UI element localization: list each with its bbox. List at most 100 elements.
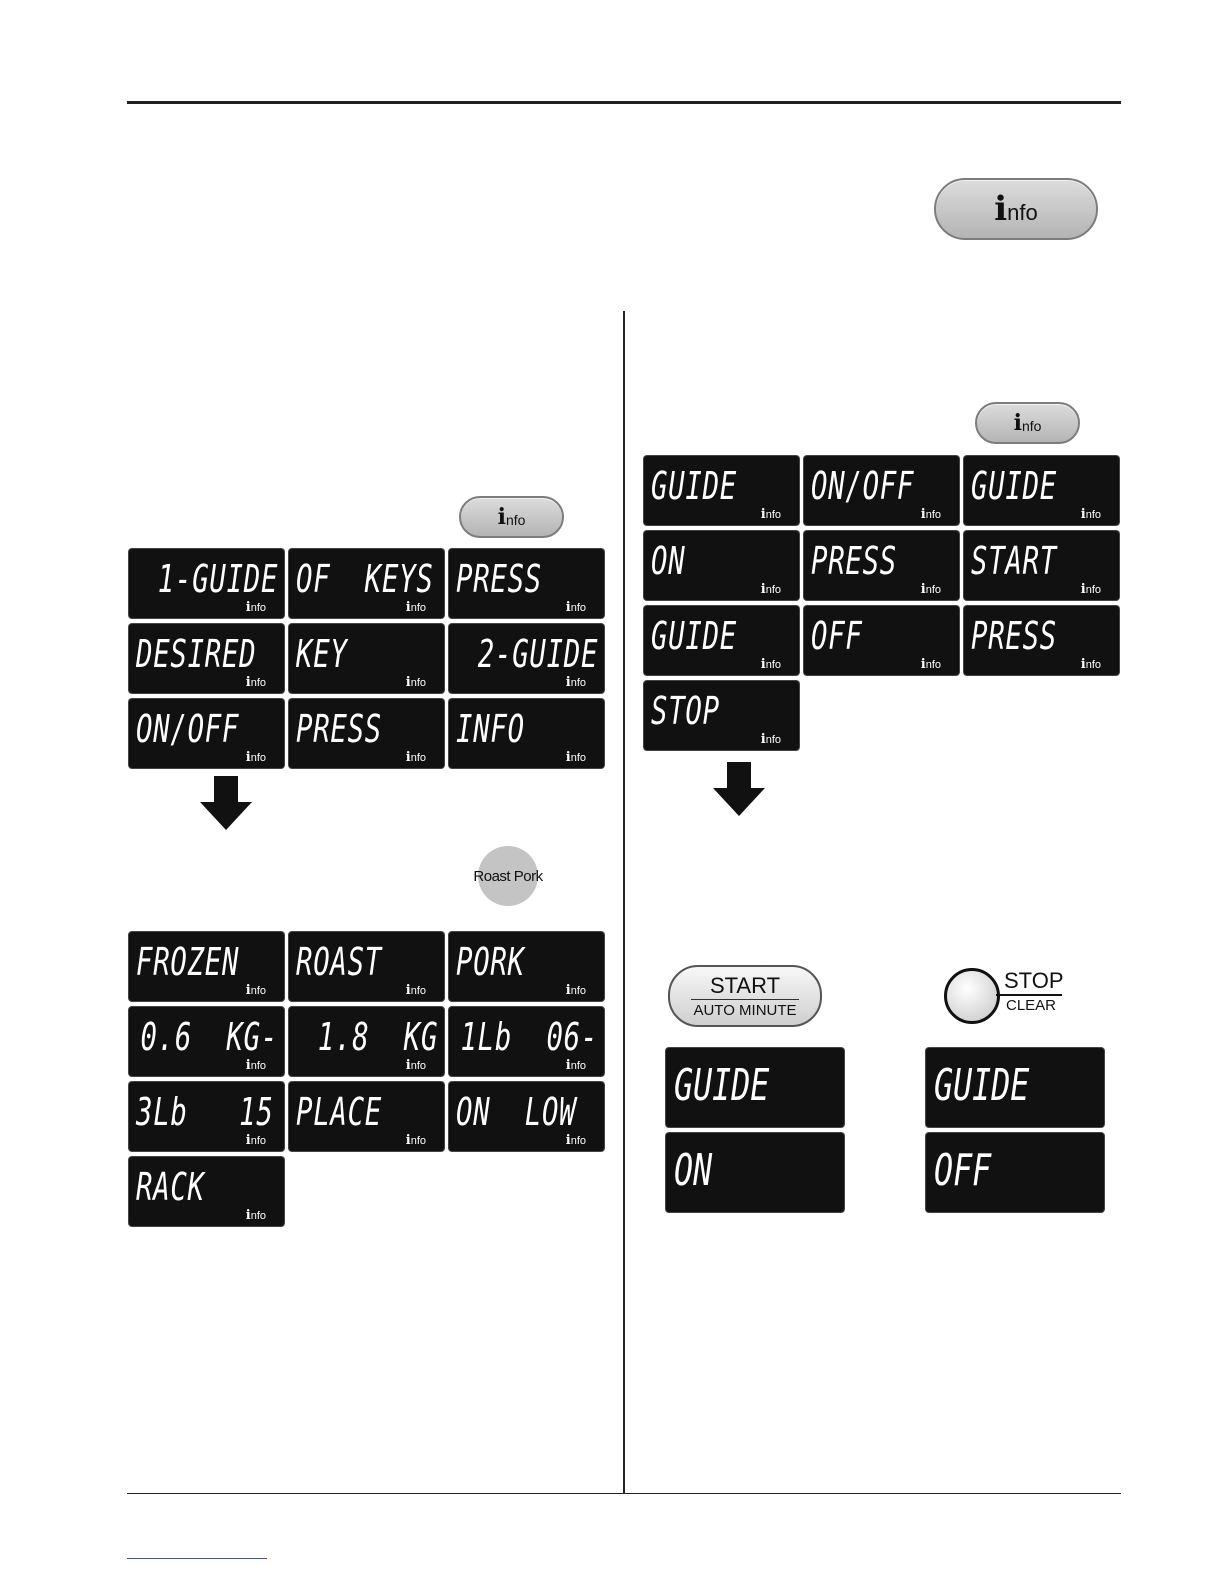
info-icon: i <box>245 983 251 998</box>
info-icon: i <box>245 1208 251 1223</box>
info-indicator: info <box>920 582 941 597</box>
info-icon: i <box>497 504 506 530</box>
info-icon: i <box>245 1133 251 1148</box>
info-indicator: info <box>245 600 266 615</box>
down-arrow-icon <box>713 762 765 818</box>
info-indicator: info <box>565 600 586 615</box>
info-indicator: info <box>245 1133 266 1148</box>
info-icon: i <box>405 1133 411 1148</box>
lcd-panel: PRESS info <box>964 606 1119 675</box>
info-icon: i <box>405 675 411 690</box>
footer-link-underline <box>127 1558 267 1559</box>
info-icon: i <box>405 983 411 998</box>
display-start-line-2: ON <box>666 1133 844 1212</box>
lcd-panel: FROZEN info <box>129 932 284 1001</box>
info-icon: i <box>920 507 926 522</box>
info-icon: i <box>1013 410 1022 436</box>
lcd-text: 0.6 KG- <box>140 1015 278 1059</box>
info-icon: i <box>760 732 766 747</box>
lcd-text: PRESS <box>456 557 542 601</box>
lcd-panel: GUIDE info <box>964 456 1119 525</box>
info-icon: i <box>760 582 766 597</box>
bottom-rule <box>127 1493 1121 1494</box>
lcd-text: 3Lb 15 <box>136 1090 274 1134</box>
info-icon: i <box>245 675 251 690</box>
lcd-text: OFF <box>811 614 863 658</box>
info-icon: i <box>1080 657 1086 672</box>
info-indicator: info <box>1080 657 1101 672</box>
lcd-text: PORK <box>456 940 525 984</box>
roast-pork-button[interactable]: Roast Pork <box>473 846 543 906</box>
lcd-text: GUIDE <box>651 614 737 658</box>
info-indicator: info <box>565 1058 586 1073</box>
start-auto-minute-button[interactable]: START AUTO MINUTE <box>668 965 822 1027</box>
info-indicator: info <box>565 1133 586 1148</box>
info-indicator: info <box>245 1058 266 1073</box>
info-icon: i <box>405 600 411 615</box>
info-icon: i <box>760 507 766 522</box>
lcd-text: ON LOW <box>456 1090 577 1134</box>
info-icon: i <box>405 1058 411 1073</box>
info-indicator: info <box>760 657 781 672</box>
stop-clear-button[interactable]: STOP CLEAR <box>942 966 1066 1024</box>
down-arrow-icon <box>200 776 252 832</box>
display-stop-line-1: GUIDE <box>926 1048 1104 1127</box>
display-start-line-1: GUIDE <box>666 1048 844 1127</box>
info-indicator: info <box>245 750 266 765</box>
info-indicator: info <box>405 600 426 615</box>
lcd-text: PRESS <box>811 539 897 583</box>
info-indicator: info <box>1080 507 1101 522</box>
info-indicator: info <box>245 675 266 690</box>
lcd-text: STOP <box>651 689 720 733</box>
lcd-text: 1-GUIDE <box>157 557 278 601</box>
top-rule <box>127 101 1121 104</box>
info-icon: i <box>245 1058 251 1073</box>
lcd-text: FROZEN <box>136 940 240 984</box>
info-indicator: info <box>565 750 586 765</box>
display-stop-line-2: OFF <box>926 1133 1104 1212</box>
lcd-panel: 1Lb 06-info <box>449 1007 604 1076</box>
info-indicator: info <box>245 983 266 998</box>
info-icon: i <box>920 582 926 597</box>
lcd-text: ON/OFF <box>811 464 915 508</box>
lcd-panel: GUIDE info <box>644 606 799 675</box>
info-icon: i <box>565 600 571 615</box>
info-icon: i <box>565 750 571 765</box>
info-indicator: info <box>920 507 941 522</box>
info-icon: i <box>760 657 766 672</box>
lcd-text: ROAST <box>296 940 382 984</box>
lcd-text: DESIRED <box>136 632 257 676</box>
column-divider <box>623 311 625 1494</box>
info-indicator: info <box>760 732 781 747</box>
lcd-text: PRESS <box>971 614 1057 658</box>
info-indicator: info <box>405 750 426 765</box>
info-icon: i <box>565 983 571 998</box>
lcd-panel: ON/OFF info <box>804 456 959 525</box>
lcd-text: OF KEYS <box>296 557 434 601</box>
info-indicator: info <box>405 983 426 998</box>
lcd-panel: 0.6 KG-info <box>129 1007 284 1076</box>
info-indicator: info <box>760 507 781 522</box>
info-icon: i <box>565 675 571 690</box>
lcd-text: START <box>971 539 1057 583</box>
lcd-text: GUIDE <box>971 464 1057 508</box>
info-indicator: info <box>405 675 426 690</box>
